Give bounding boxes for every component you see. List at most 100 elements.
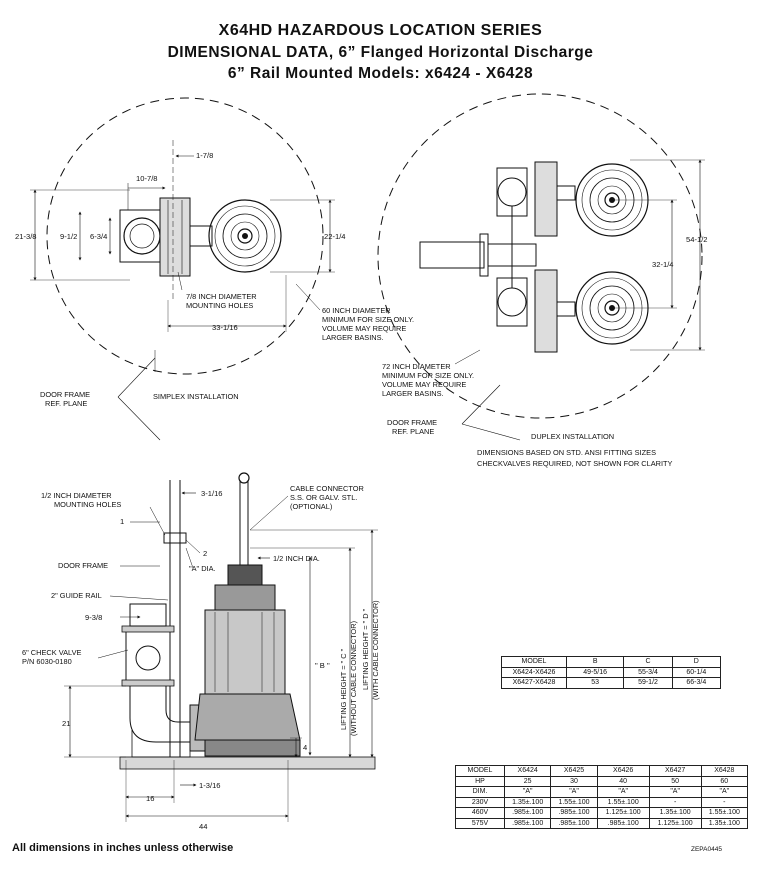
table-cell: 49-5/16: [565, 666, 625, 678]
door-frame-label: DOOR FRAME: [58, 561, 108, 570]
title-line-2: DIMENSIONAL DATA, 6” Flanged Horizontal …: [167, 44, 594, 61]
table-header-cell: X6425: [550, 765, 598, 777]
table-cell: "A": [648, 786, 702, 798]
lift-d-label-1: LIFTING HEIGHT = " D ": [361, 608, 370, 690]
table-cell: 1.125±.100: [596, 807, 650, 819]
table-header-cell: B: [565, 656, 625, 668]
lift-c-label-1: LIFTING HEIGHT = " C ": [339, 648, 348, 730]
simplex-basin-note-3: VOLUME MAY REQUIRE: [322, 324, 406, 333]
duplex-door-frame-2: REF. PLANE: [392, 427, 434, 436]
dim-44: 44: [199, 822, 207, 831]
dim-9-1-2: 9-1/2: [60, 232, 77, 241]
table-row: X6427-X6428 53 59-1/2 66-3/4: [501, 677, 722, 689]
table-header-cell: C: [623, 656, 673, 668]
title-line-1: X64HD HAZARDOUS LOCATION SERIES: [218, 22, 543, 39]
table-header-cell: X6424: [503, 765, 552, 777]
duplex-door-frame-1: DOOR FRAME: [387, 418, 437, 427]
table-cell: .985±.100: [596, 817, 650, 829]
table-cell: 53: [565, 677, 625, 689]
cable-connector-3: (OPTIONAL): [290, 502, 332, 511]
a-dia-label: "A" DIA.: [189, 564, 216, 573]
lift-c-label-2: (WITHOUT CABLE CONNECTOR): [349, 621, 358, 736]
table-cell: 30: [550, 775, 598, 787]
side-holes-note-2: MOUNTING HOLES: [54, 500, 121, 509]
table-cell: 59-1/2: [623, 677, 673, 689]
table-cell: X6424-X6426: [501, 666, 567, 678]
side-elevation-view: [64, 472, 378, 822]
table-row: 460V .985±.100 .985±.100 1.125±.100 1.35…: [455, 807, 749, 819]
dim-21: 21: [62, 719, 70, 728]
dim-9-3-8: 9-3/8: [85, 613, 102, 622]
table-cell: 230V: [455, 796, 505, 808]
cable-connector-1: CABLE CONNECTOR: [290, 484, 364, 493]
simplex-top-view: [30, 97, 335, 441]
table-cell: 1.55±.100: [700, 807, 749, 819]
dim-3-1-16: 3-1/16: [201, 489, 223, 498]
duplex-note-1: DIMENSIONS BASED ON STD. ANSI FITTING SI…: [477, 448, 656, 457]
simplex-door-frame-2: REF. PLANE: [45, 399, 87, 408]
table-row: X6424-X6426 49-5/16 55-3/4 60-1/4: [501, 666, 722, 678]
model-hp-table: MODEL X6424 X6425 X6426 X6427 X6428 HP 2…: [455, 765, 749, 829]
dim-33-1-16: 33-1/16: [212, 323, 238, 332]
dim-6-3-4: 6-3/4: [90, 232, 107, 241]
table-cell: X6427-X6428: [501, 677, 567, 689]
holes-note-1: 7/8 INCH DIAMETER: [186, 292, 257, 301]
table-cell: 50: [648, 775, 702, 787]
duplex-basin-note-4: LARGER BASINS.: [382, 389, 444, 398]
table-cell: .985±.100: [550, 817, 598, 829]
table-row: 575V .985±.100 .985±.100 .985±.100 1.125…: [455, 817, 749, 829]
dim-16: 16: [146, 794, 154, 803]
table-header-cell: MODEL: [455, 765, 505, 777]
table-cell: 1.35±.100: [503, 796, 552, 808]
holes-note-2: MOUNTING HOLES: [186, 301, 253, 310]
table-cell: 1.55±.100: [596, 796, 650, 808]
duplex-top-view: [377, 93, 705, 441]
dim-2: 2: [203, 549, 207, 558]
table-header-cell: X6428: [700, 765, 749, 777]
table-header-cell: X6426: [596, 765, 650, 777]
duplex-basin-note-3: VOLUME MAY REQUIRE: [382, 380, 466, 389]
dim-1-7-8: 1-7/8: [196, 151, 213, 160]
dim-32-1-4: 32-1/4: [652, 260, 674, 269]
table-cell: "A": [700, 786, 749, 798]
drawing-code: ZEPA0445: [691, 846, 722, 853]
simplex-door-frame-1: DOOR FRAME: [40, 390, 90, 399]
table-cell: .985±.100: [550, 807, 598, 819]
model-bcd-table: MODEL B C D X6424-X6426 49-5/16 55-3/4 6…: [501, 656, 722, 689]
table-cell: 1.35±.100: [700, 817, 749, 829]
simplex-caption: SIMPLEX INSTALLATION: [153, 392, 239, 401]
table-cell: -: [648, 796, 702, 808]
table-cell: 60: [700, 775, 749, 787]
table-cell: DIM.: [455, 786, 505, 798]
table-row: HP 25 30 40 50 60: [455, 775, 749, 787]
table-cell: .985±.100: [503, 817, 552, 829]
cable-connector-2: S.S. OR GALV. STL.: [290, 493, 357, 502]
dim-10-7-8: 10-7/8: [136, 174, 158, 183]
table-cell: 575V: [455, 817, 505, 829]
table-cell: 25: [503, 775, 552, 787]
duplex-note-2: CHECKVALVES REQUIRED, NOT SHOWN FOR CLAR…: [477, 459, 673, 468]
check-valve-label-1: 6" CHECK VALVE: [22, 648, 82, 657]
table-cell: 1.125±.100: [648, 817, 702, 829]
dim-21-3-8: 21-3/8: [15, 232, 37, 241]
table-row: 230V 1.35±.100 1.55±.100 1.55±.100 - -: [455, 796, 749, 808]
footer-note: All dimensions in inches unless otherwis…: [12, 842, 234, 854]
table-cell: 66-3/4: [671, 677, 722, 689]
title-line-3: 6” Rail Mounted Models: x6424 - X6428: [227, 65, 534, 82]
table-cell: 1.55±.100: [550, 796, 598, 808]
table-header-cell: D: [671, 656, 722, 668]
table-cell: 460V: [455, 807, 505, 819]
table-cell: "A": [550, 786, 598, 798]
duplex-caption: DUPLEX INSTALLATION: [531, 432, 614, 441]
table-header-cell: X6427: [648, 765, 702, 777]
table-header-row: MODEL X6424 X6425 X6426 X6427 X6428: [455, 765, 749, 777]
table-cell: .985±.100: [503, 807, 552, 819]
table-row: DIM. "A" "A" "A" "A" "A": [455, 786, 749, 798]
duplex-basin-note-1: 72 INCH DIAMETER: [382, 362, 451, 371]
dim-b: " B ": [315, 661, 330, 670]
table-cell: 1.35±.100: [648, 807, 702, 819]
simplex-basin-note-4: LARGER BASINS.: [322, 333, 384, 342]
table-header-row: MODEL B C D: [501, 656, 722, 668]
table-cell: 55-3/4: [623, 666, 673, 678]
